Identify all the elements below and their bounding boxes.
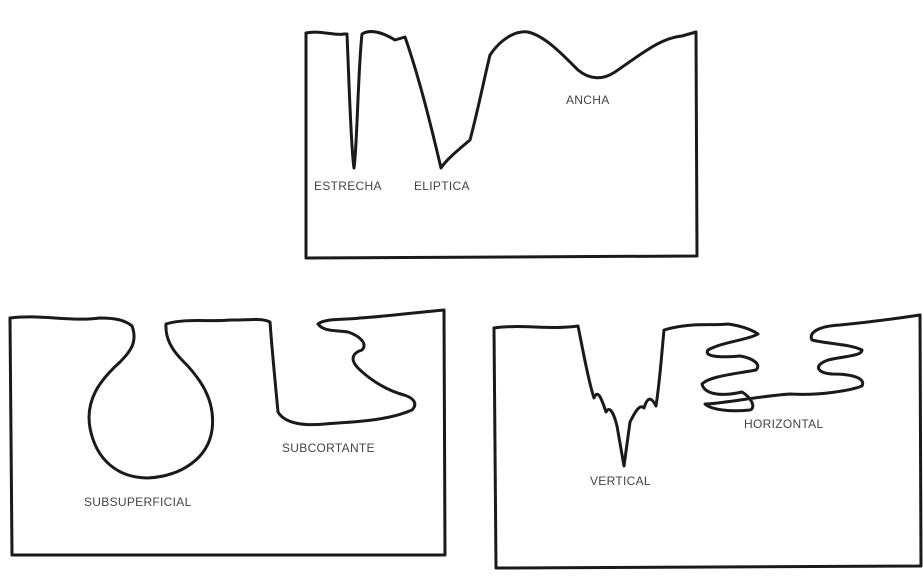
panel-bottom-right-surface-profile — [494, 315, 920, 466]
label-eliptica: ELIPTICA — [414, 179, 470, 193]
panel-top-surface-profile — [306, 32, 696, 168]
label-vertical: VERTICAL — [590, 474, 651, 488]
label-subsuperficial: SUBSUPERFICIAL — [84, 495, 192, 509]
panel-bottom-left-frame — [10, 310, 445, 555]
panel-top-frame — [306, 32, 697, 258]
label-estrecha: ESTRECHA — [314, 179, 382, 193]
panel-bottom-left-surface-profile — [10, 310, 444, 478]
label-horizontal: HORIZONTAL — [744, 417, 823, 431]
label-subcortante: SUBCORTANTE — [282, 441, 375, 455]
label-ancha: ANCHA — [566, 93, 610, 107]
panel-top: ESTRECHA ELIPTICA ANCHA — [306, 32, 697, 258]
panel-bottom-right: VERTICAL HORIZONTAL — [494, 315, 921, 568]
panel-bottom-left: SUBSUPERFICIAL SUBCORTANTE — [10, 310, 445, 555]
